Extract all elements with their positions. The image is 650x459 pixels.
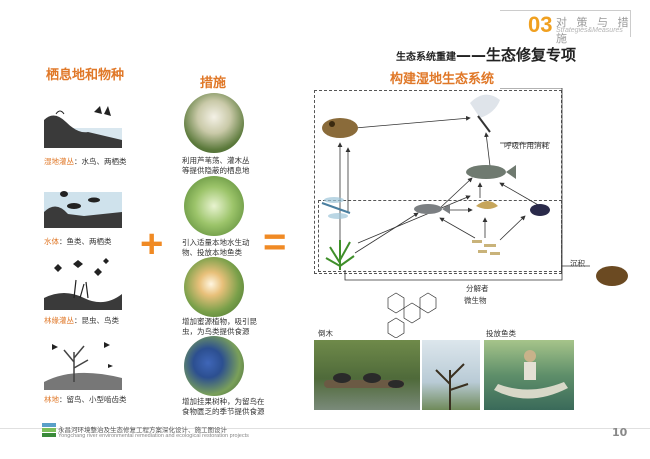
measures-heading: 措施 — [200, 76, 227, 91]
measure-text-2: 引入适量本地水生动物、投放本地鱼类 — [182, 238, 250, 257]
ecosystem-frame-lower — [318, 200, 562, 272]
measure-text-3: 增加蜜源植物，吸引昆虫，为鸟类提供食源 — [182, 317, 257, 336]
measure-text-1: 利用芦苇荡、灌木丛等提供隐蔽的栖息地 — [182, 156, 250, 175]
page-title: 生态系统重建——生态修复专项 — [396, 44, 576, 65]
footer-project-en: Yongchang river environmental remediatio… — [58, 433, 249, 439]
ecosystem-frame-upper — [314, 90, 562, 274]
habitat-heading: 栖息地和物种 — [46, 68, 125, 83]
habitat-wetland-thumb — [44, 92, 122, 148]
fallen-wood-label: 倒木 — [318, 329, 333, 338]
decomposer-label: 分解者 — [466, 284, 489, 293]
ecosystem-diagram — [321, 88, 628, 338]
section-title-en: Strategies&Measures — [556, 27, 623, 34]
equals-symbol: = — [263, 220, 287, 264]
section-number: 03 — [528, 12, 553, 37]
habitat-water-thumb — [44, 172, 122, 228]
habitat-label-forest-edge: 林缘灌丛：昆虫、鸟类 — [44, 316, 119, 325]
habitat-label-water: 水体：鱼类、两栖类 — [44, 237, 112, 246]
habitat-label-wetland: 湿地灌丛：水鸟、两栖类 — [44, 157, 127, 166]
header-frame — [500, 10, 631, 37]
page-title-prefix: 生态系统重建 — [396, 52, 456, 63]
fruit-tree-bird-photo — [184, 336, 244, 396]
nectar-plant-photo — [184, 257, 244, 317]
respiration-label: 呼吸作用消耗 — [504, 141, 549, 150]
logo-icon — [42, 423, 56, 437]
section-title-cn: 对 策 与 措 施 — [556, 16, 632, 45]
page-number: 10 — [612, 426, 628, 439]
turtles-photo — [314, 340, 420, 410]
measure-text-4: 增加挂果树种，为留鸟在食物匮乏的季节提供食源 — [182, 397, 265, 416]
fish-release-photo — [484, 340, 574, 410]
habitat-label-woodland: 林地：留鸟、小型啮齿类 — [44, 395, 127, 404]
dead-tree-photo — [422, 340, 480, 410]
footer-divider — [0, 428, 650, 429]
footer-project-cn: 永昌河环境整治及生态修复工程方案深化设计、施工图设计 — [58, 426, 227, 434]
habitat-woodland-thumb — [44, 334, 122, 390]
sediment-label: 沉积 — [570, 259, 585, 268]
page-title-main: 生态修复专项 — [486, 46, 577, 64]
microbe-label: 微生物 — [464, 296, 487, 305]
fish-release-label: 投放鱼类 — [486, 329, 516, 338]
plus-symbol: + — [140, 222, 164, 266]
system-heading: 构建湿地生态系统 — [390, 72, 495, 87]
page-title-dash: —— — [456, 46, 486, 64]
reed-photo — [184, 93, 244, 153]
habitat-forest-edge-thumb — [44, 254, 122, 310]
aquatic-plant-photo — [184, 176, 244, 236]
